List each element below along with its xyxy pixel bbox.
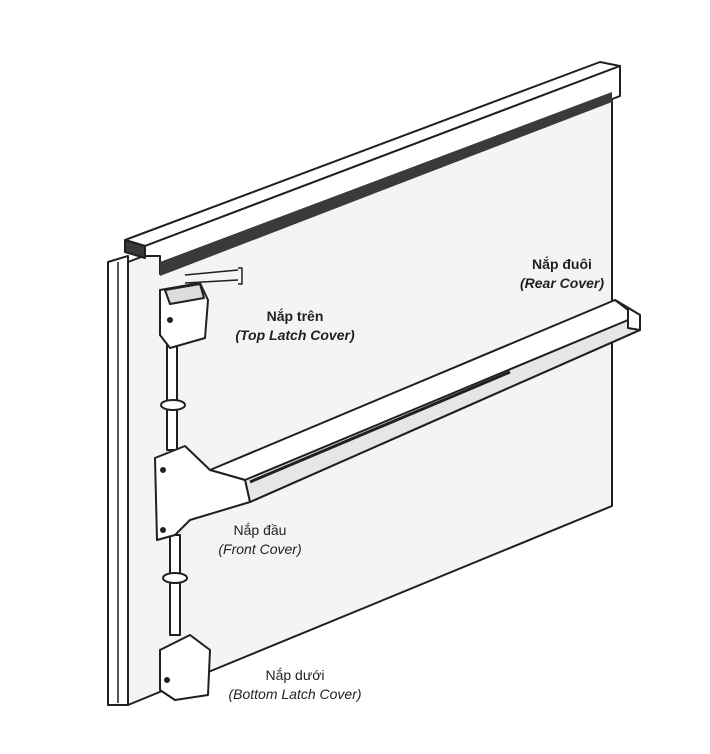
top-latch-cover-label-vi: Nắp trên — [266, 308, 324, 324]
vertical-rod-bottom — [169, 534, 181, 636]
vertical-rod-top — [166, 339, 178, 451]
front-cover-label-vi: Nắp đầu — [233, 522, 287, 538]
front-cover-label: Nắp đầu (Front Cover) — [190, 521, 330, 559]
bottom-latch-cover-label: Nắp dưới (Bottom Latch Cover) — [205, 666, 385, 704]
top-latch-cover-label-en: (Top Latch Cover) — [235, 327, 355, 343]
rear-cover-label-vi: Nắp đuôi — [532, 256, 592, 272]
rear-cover-label-en: (Rear Cover) — [519, 275, 605, 291]
bottom-latch-cover-label-en: (Bottom Latch Cover) — [228, 686, 362, 702]
bottom-latch-cover — [159, 634, 211, 701]
top-rail-shadow — [160, 92, 612, 276]
rear-cover-label: Nắp đuôi (Rear Cover) — [482, 255, 642, 293]
bottom-latch-cover-label-vi: Nắp dưới — [265, 667, 325, 683]
top-latch-cover-label: Nắp trên (Top Latch Cover) — [215, 307, 375, 345]
front-cover — [154, 445, 251, 541]
rear-cover — [614, 299, 641, 331]
front-cover-label-en: (Front Cover) — [218, 541, 302, 557]
